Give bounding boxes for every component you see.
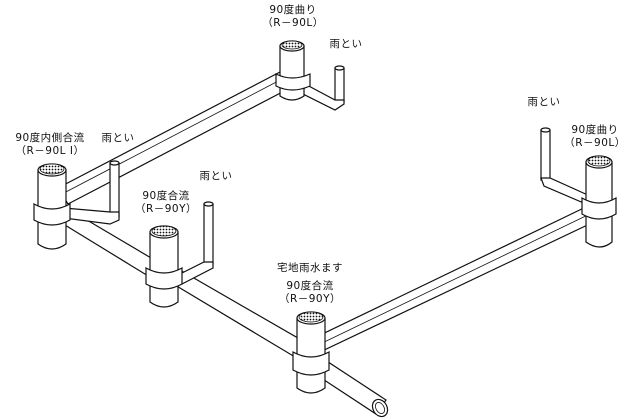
main-junction-name: 90度合流 [286, 280, 334, 292]
main-junction-code: （R－90Y） [278, 293, 342, 305]
basin-top [275, 40, 311, 101]
middle-downspout-label: 雨とい [199, 170, 233, 182]
left-corner-label: 90度内側合流 （R－90L I） [2, 132, 98, 158]
right-corner-name: 90度曲り [571, 124, 619, 136]
basin-middle [145, 225, 183, 308]
left-corner-code: （R－90L I） [15, 145, 85, 157]
top-downspout-label: 雨とい [329, 38, 363, 50]
main-title: 宅地雨水ます [277, 262, 343, 274]
middle-junction-code: （R－90Y） [134, 203, 198, 215]
left-downspout-label: 雨とい [101, 132, 135, 144]
basin-main [292, 311, 330, 394]
right-downspout-label: 雨とい [527, 96, 561, 108]
downspout-middle [175, 201, 214, 285]
top-corner-label: 90度曲り （R－90L） [258, 4, 328, 30]
top-corner-name: 90度曲り [269, 4, 317, 16]
downspout-top [302, 65, 345, 111]
right-corner-code: （R－90L） [564, 137, 626, 149]
basin-left [33, 163, 71, 250]
top-corner-code: （R－90L） [262, 17, 324, 29]
basin-right [581, 155, 617, 248]
middle-junction-label: 90度合流 （R－90Y） [128, 190, 204, 216]
middle-junction-name: 90度合流 [142, 190, 190, 202]
right-corner-label: 90度曲り （R－90L） [560, 124, 630, 150]
main-junction-label: 宅地雨水ます 90度合流 （R－90Y） [264, 262, 356, 306]
left-corner-name: 90度内側合流 [15, 132, 85, 144]
